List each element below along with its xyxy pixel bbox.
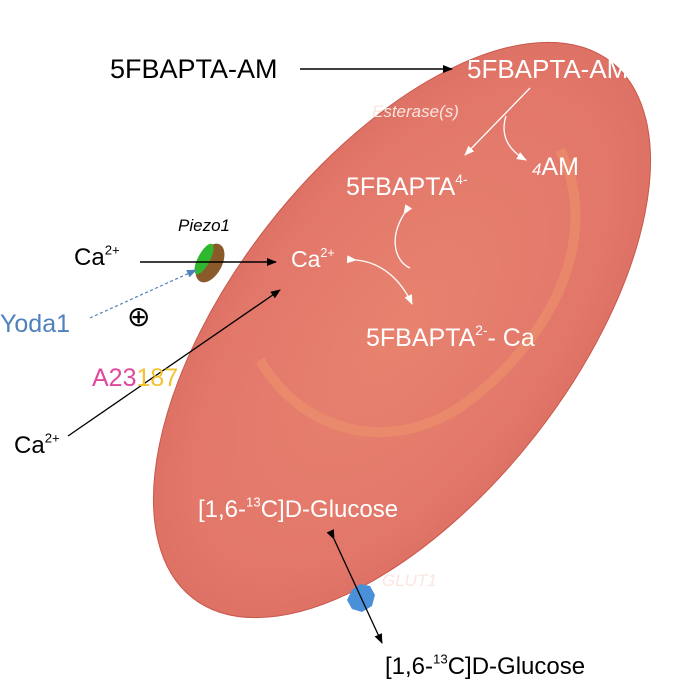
am-text: AM bbox=[541, 153, 579, 181]
internal-glucose-label: [1,6-13C]D-Glucose bbox=[198, 495, 399, 523]
int-glucose-d: D bbox=[284, 496, 303, 523]
cell-dimple-highlight bbox=[255, 147, 581, 438]
ext-glucose-isotope: 13 bbox=[433, 651, 448, 667]
esterase-label: Esterase(s) bbox=[372, 102, 459, 121]
fbapta-base: 5FBAPTA bbox=[346, 173, 456, 201]
ext-glucose-pre: [1,6- bbox=[385, 653, 434, 680]
arrow-esterase-cleavage bbox=[464, 87, 531, 156]
ionophore-part1: A23 bbox=[92, 364, 137, 392]
arrow-am-release bbox=[503, 115, 527, 161]
int-glucose-post: -Glucose bbox=[302, 496, 399, 523]
int-glucose-pre: [1,6- bbox=[198, 496, 247, 523]
ext-glucose-mid: C] bbox=[447, 653, 472, 680]
complex-base: 5FBAPTA bbox=[366, 324, 476, 352]
glut1-label: GLUT1 bbox=[382, 571, 437, 590]
red-blood-cell bbox=[152, 41, 652, 619]
int-ca-base: Ca bbox=[291, 246, 321, 272]
ca-bottom-base: Ca bbox=[14, 432, 45, 459]
acetoxymethyl-label: 4AM bbox=[532, 155, 579, 180]
piezo1-label: Piezo1 bbox=[178, 216, 230, 235]
external-glucose-label: [1,6-13C]D-Glucose bbox=[385, 652, 586, 680]
chelator-complex-label: 5FBAPTA2-- Ca bbox=[366, 323, 535, 352]
yoda1-label: Yoda1 bbox=[0, 310, 70, 338]
complex-tail: - Ca bbox=[487, 324, 535, 352]
external-calcium-bottom: Ca2+ bbox=[14, 431, 60, 459]
piezo1-channel bbox=[194, 243, 225, 283]
ca-top-base: Ca bbox=[74, 244, 105, 271]
internal-calcium-label: Ca2+ bbox=[291, 245, 335, 272]
external-calcium-top: Ca2+ bbox=[74, 243, 120, 271]
ext-glucose-post: -Glucose bbox=[489, 653, 586, 680]
ca-bottom-charge: 2+ bbox=[44, 430, 60, 446]
complex-charge: 2- bbox=[475, 323, 488, 338]
int-glucose-mid: C] bbox=[260, 496, 285, 523]
internal-prodrug-label: 5FBAPTA-AM bbox=[467, 54, 629, 84]
am-count: 4 bbox=[532, 160, 542, 179]
arrow-ca-ionophore bbox=[67, 289, 281, 437]
ext-glucose-d: D bbox=[471, 653, 490, 680]
external-prodrug-label: 5FBAPTA-AM bbox=[110, 54, 278, 84]
fbapta-charge: 4- bbox=[455, 172, 468, 187]
activation-plus-symbol: ⊕ bbox=[127, 301, 151, 332]
int-ca-charge: 2+ bbox=[320, 245, 335, 260]
int-glucose-isotope: 13 bbox=[246, 494, 261, 510]
arrow-yoda1-activation bbox=[89, 269, 197, 319]
ionophore-label: A23187 bbox=[92, 366, 178, 391]
ca-top-charge: 2+ bbox=[104, 242, 120, 258]
arrow-glucose-transport bbox=[326, 529, 383, 644]
ionophore-part2: 187 bbox=[136, 364, 179, 392]
arrow-complex-formation bbox=[346, 255, 413, 305]
free-chelator-label: 5FBAPTA4- bbox=[346, 172, 468, 201]
